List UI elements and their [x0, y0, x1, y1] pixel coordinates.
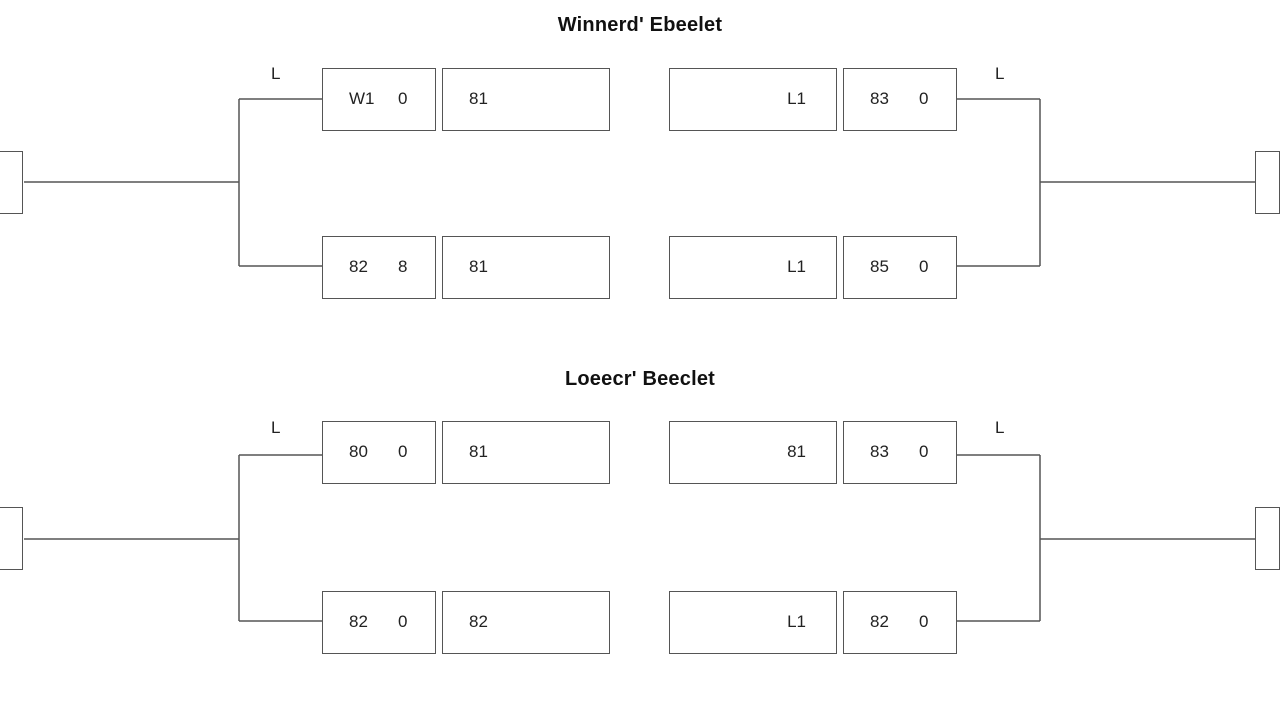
losers-left-final-slot[interactable] [0, 507, 23, 570]
losers-right-match-1-name-box[interactable]: 81 [669, 421, 837, 484]
score-label: 0 [919, 442, 929, 461]
winners-right-final-slot[interactable] [1255, 151, 1280, 214]
losers-left-match-2-seed-box[interactable]: 82 0 [322, 591, 436, 654]
winners-left-final-slot[interactable] [0, 151, 23, 214]
score-label: 0 [398, 442, 408, 461]
seed-label: 82 [349, 612, 368, 631]
seed-label: 82 [870, 612, 889, 631]
seed-label: 83 [870, 442, 889, 461]
losers-bracket-title: Loeecr' Beeclet [564, 368, 716, 390]
team-name: 81 [787, 442, 806, 461]
score-label: 0 [919, 89, 929, 108]
score-label: 0 [398, 89, 408, 108]
losers-right-match-2-seed-box[interactable]: 82 0 [843, 591, 957, 654]
losers-right-round-label: L [995, 418, 1005, 437]
winners-right-match-2-name-box[interactable]: L1 [669, 236, 837, 299]
losers-left-match-2-name-box[interactable]: 82 [442, 591, 610, 654]
winners-right-match-2-seed-box[interactable]: 85 0 [843, 236, 957, 299]
winners-right-match-1-seed-box[interactable]: 83 0 [843, 68, 957, 131]
score-label: 0 [919, 612, 929, 631]
seed-label: W1 [349, 89, 375, 108]
seed-label: 80 [349, 442, 368, 461]
winners-right-round-label: L [995, 64, 1005, 83]
losers-left-match-1-name-box[interactable]: 81 [442, 421, 610, 484]
winners-right-match-1-name-box[interactable]: L1 [669, 68, 837, 131]
team-name: 81 [469, 442, 488, 461]
team-name: L1 [787, 257, 806, 276]
winners-left-round-label: L [271, 64, 281, 83]
score-label: 0 [919, 257, 929, 276]
winners-left-match-1-seed-box[interactable]: W1 0 [322, 68, 436, 131]
losers-right-final-slot[interactable] [1255, 507, 1280, 570]
team-name: 81 [469, 89, 488, 108]
losers-left-match-1-seed-box[interactable]: 80 0 [322, 421, 436, 484]
team-name: L1 [787, 612, 806, 631]
winners-left-match-2-seed-box[interactable]: 82 8 [322, 236, 436, 299]
team-name: L1 [787, 89, 806, 108]
winners-left-match-2-name-box[interactable]: 81 [442, 236, 610, 299]
team-name: 82 [469, 612, 488, 631]
score-label: 0 [398, 612, 408, 631]
seed-label: 85 [870, 257, 889, 276]
losers-right-match-2-name-box[interactable]: L1 [669, 591, 837, 654]
winners-bracket-title: Winnerd' Ebeelet [557, 14, 723, 36]
seed-label: 83 [870, 89, 889, 108]
team-name: 81 [469, 257, 488, 276]
losers-right-match-1-seed-box[interactable]: 83 0 [843, 421, 957, 484]
losers-left-round-label: L [271, 418, 281, 437]
score-label: 8 [398, 257, 408, 276]
winners-left-match-1-name-box[interactable]: 81 [442, 68, 610, 131]
seed-label: 82 [349, 257, 368, 276]
